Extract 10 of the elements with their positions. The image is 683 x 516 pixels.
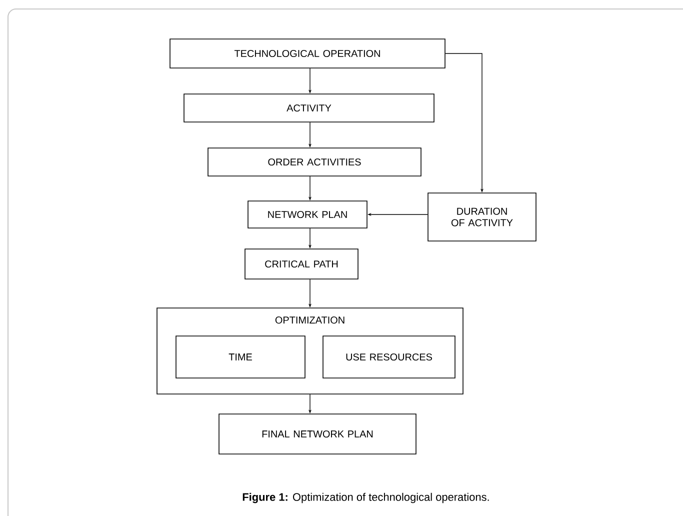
process-box: DURATION OF ACTIVITY bbox=[428, 192, 536, 242]
process-box: TECHNOLOGICAL OPERATION bbox=[170, 38, 446, 68]
process-box: CRITICAL PATH bbox=[244, 248, 358, 280]
process-box: USE RESOURCES bbox=[322, 336, 456, 378]
process-box: ACTIVITY bbox=[184, 94, 434, 122]
process-box: TIME bbox=[176, 336, 306, 378]
process-box: ORDER ACTIVITIES bbox=[208, 148, 422, 176]
process-box: NETWORK PLAN bbox=[248, 200, 368, 228]
figure-caption: Figure 1: Optimization of technological operations. bbox=[242, 492, 489, 504]
process-box: FINAL NETWORK PLAN bbox=[218, 414, 416, 454]
